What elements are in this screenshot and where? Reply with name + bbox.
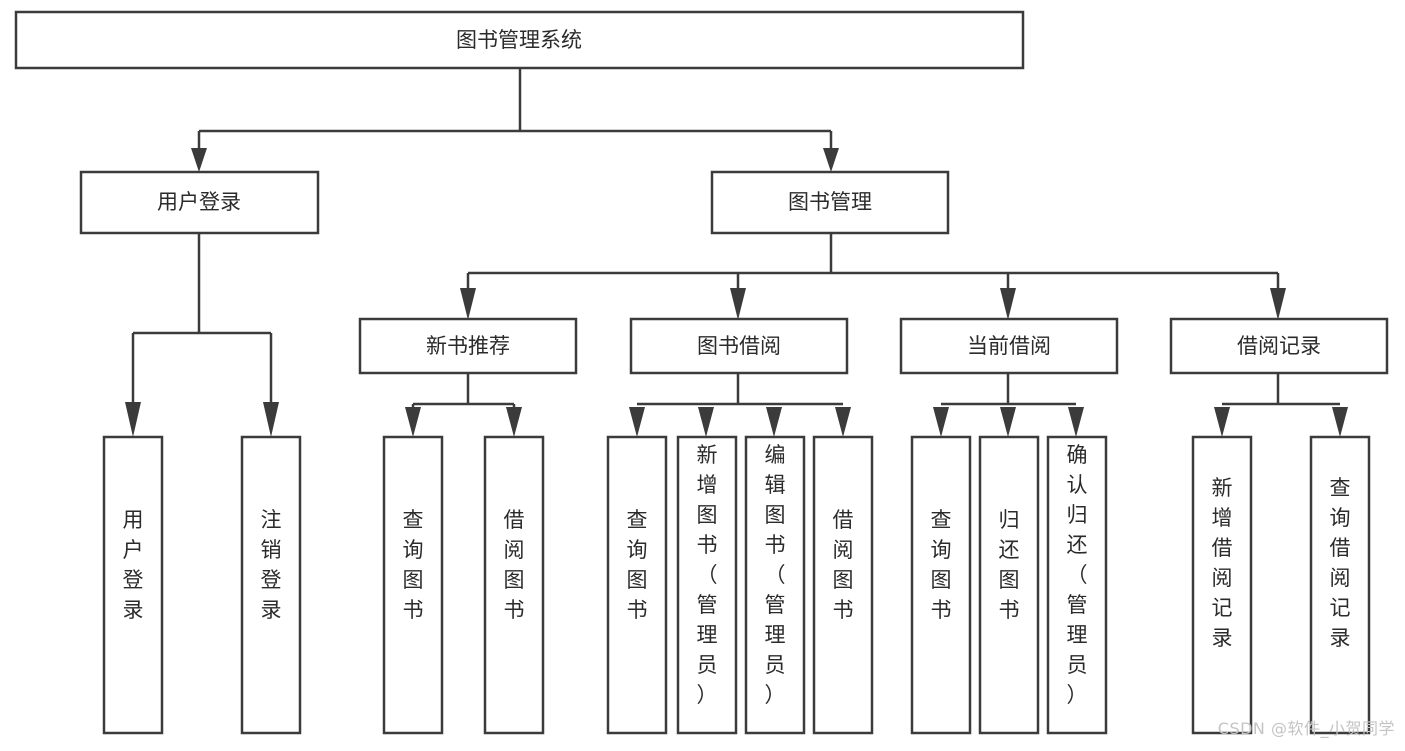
leaf-query-book-3[interactable]: 查询图书 xyxy=(910,435,972,735)
arrowhead-leaf-return-book xyxy=(1000,407,1016,437)
leaf-confirm-return[interactable]: 确认归还（管理员） xyxy=(1046,435,1108,735)
node-new-book-recommend-box xyxy=(358,317,578,375)
leaf-confirm-return-box xyxy=(1046,435,1108,735)
leaf-query-book-3-box xyxy=(910,435,972,735)
leaf-logout-label: 注销登录 xyxy=(261,508,282,622)
arrowhead-new-book-recommend xyxy=(460,288,476,320)
leaf-query-book-3-label: 查询图书 xyxy=(931,508,952,622)
node-current-borrow-label: 当前借阅 xyxy=(967,334,1051,358)
node-user-login-box xyxy=(79,170,320,235)
arrowhead-current-borrow xyxy=(1000,288,1016,320)
connector-book-borrow-to-leaves xyxy=(629,373,851,437)
leaf-add-book-box xyxy=(676,435,738,735)
arrowhead-leaf-query-book-1 xyxy=(405,407,421,437)
csdn-watermark: CSDN @软件_小贺同学 xyxy=(1217,719,1395,738)
node-new-book-recommend[interactable]: 新书推荐 xyxy=(358,317,578,375)
leaf-query-book-2[interactable]: 查询图书 xyxy=(606,435,668,735)
leaf-return-book-label: 归还图书 xyxy=(999,508,1020,622)
leaf-edit-book-box xyxy=(744,435,806,735)
leaf-query-book-1-box xyxy=(382,435,444,735)
arrowhead-book-borrow xyxy=(730,288,746,320)
leaf-query-book-1[interactable]: 查询图书 xyxy=(382,435,444,735)
leaf-logout[interactable]: 注销登录 xyxy=(240,435,302,735)
leaf-add-book-label: 新增图书（管理员） xyxy=(697,443,718,707)
leaf-borrow-book-1-label: 借阅图书 xyxy=(504,508,525,622)
leaf-query-book-2-box xyxy=(606,435,668,735)
arrowhead-leaf-add-book xyxy=(698,407,714,437)
leaf-query-record-box xyxy=(1309,435,1371,735)
node-root-label: 图书管理系统 xyxy=(456,28,582,52)
node-book-borrow-label: 图书借阅 xyxy=(697,334,781,358)
leaf-add-book[interactable]: 新增图书（管理员） xyxy=(676,435,738,735)
leaf-add-record[interactable]: 新增借阅记录 xyxy=(1191,435,1253,735)
node-borrow-record-box xyxy=(1169,317,1389,375)
node-user-login[interactable]: 用户登录 xyxy=(79,170,320,235)
leaf-add-record-box xyxy=(1191,435,1253,735)
node-user-login-label: 用户登录 xyxy=(157,190,241,214)
arrowhead-book-manage xyxy=(823,148,839,172)
leaf-add-record-label: 新增借阅记录 xyxy=(1212,476,1233,650)
node-current-borrow[interactable]: 当前借阅 xyxy=(899,317,1119,375)
node-borrow-record-label: 借阅记录 xyxy=(1237,334,1321,358)
leaf-return-book[interactable]: 归还图书 xyxy=(978,435,1040,735)
leaf-query-record[interactable]: 查询借阅记录 xyxy=(1309,435,1371,735)
arrowhead-borrow-record xyxy=(1270,288,1286,320)
arrowhead-leaf-add-record xyxy=(1214,407,1230,437)
leaf-user-login-box xyxy=(102,435,164,735)
leaf-user-login-label: 用户登录 xyxy=(123,508,144,622)
connector-user-login-to-leaves xyxy=(125,233,279,437)
node-new-book-recommend-label: 新书推荐 xyxy=(426,334,510,358)
leaf-borrow-book-2-label: 借阅图书 xyxy=(833,508,854,622)
arrowhead-leaf-user-login xyxy=(125,402,141,437)
connector-root-to-level1 xyxy=(191,68,839,172)
leaf-borrow-book-1-box xyxy=(483,435,545,735)
leaf-query-record-label: 查询借阅记录 xyxy=(1330,476,1351,650)
leaf-confirm-return-label: 确认归还（管理员） xyxy=(1067,443,1088,707)
leaf-logout-box xyxy=(240,435,302,735)
node-borrow-record[interactable]: 借阅记录 xyxy=(1169,317,1389,375)
arrowhead-leaf-confirm-return xyxy=(1068,407,1084,437)
leaf-edit-book[interactable]: 编辑图书（管理员） xyxy=(744,435,806,735)
node-root-box xyxy=(14,10,1025,70)
leaf-borrow-book-1[interactable]: 借阅图书 xyxy=(483,435,545,735)
node-book-manage[interactable]: 图书管理 xyxy=(710,170,950,235)
node-book-borrow[interactable]: 图书借阅 xyxy=(629,317,849,375)
arrowhead-leaf-logout xyxy=(263,402,279,437)
connector-borrow-record-to-leaves xyxy=(1214,373,1348,437)
leaf-edit-book-label: 编辑图书（管理员） xyxy=(765,443,786,707)
node-book-borrow-box xyxy=(629,317,849,375)
leaf-user-login[interactable]: 用户登录 xyxy=(102,435,164,735)
arrowhead-user-login xyxy=(191,148,207,172)
node-current-borrow-box xyxy=(899,317,1119,375)
node-book-manage-label: 图书管理 xyxy=(788,190,872,214)
arrowhead-leaf-borrow-book-1 xyxy=(506,407,522,437)
connector-current-borrow-to-leaves xyxy=(933,373,1084,437)
arrowhead-leaf-borrow-book-2 xyxy=(835,407,851,437)
node-book-manage-box xyxy=(710,170,950,235)
leaf-query-book-2-label: 查询图书 xyxy=(627,508,648,622)
connector-new-book-to-leaves xyxy=(405,373,522,437)
connector-book-manage-to-level2 xyxy=(460,233,1286,320)
node-root[interactable]: 图书管理系统 xyxy=(14,10,1025,70)
arrowhead-leaf-query-record xyxy=(1332,407,1348,437)
arrowhead-leaf-query-book-3 xyxy=(933,407,949,437)
leaf-return-book-box xyxy=(978,435,1040,735)
arrowhead-leaf-query-book-2 xyxy=(629,407,645,437)
leaf-query-book-1-label: 查询图书 xyxy=(403,508,424,622)
arrowhead-leaf-edit-book xyxy=(766,407,782,437)
leaf-borrow-book-2[interactable]: 借阅图书 xyxy=(812,435,874,735)
leaf-borrow-book-2-box xyxy=(812,435,874,735)
